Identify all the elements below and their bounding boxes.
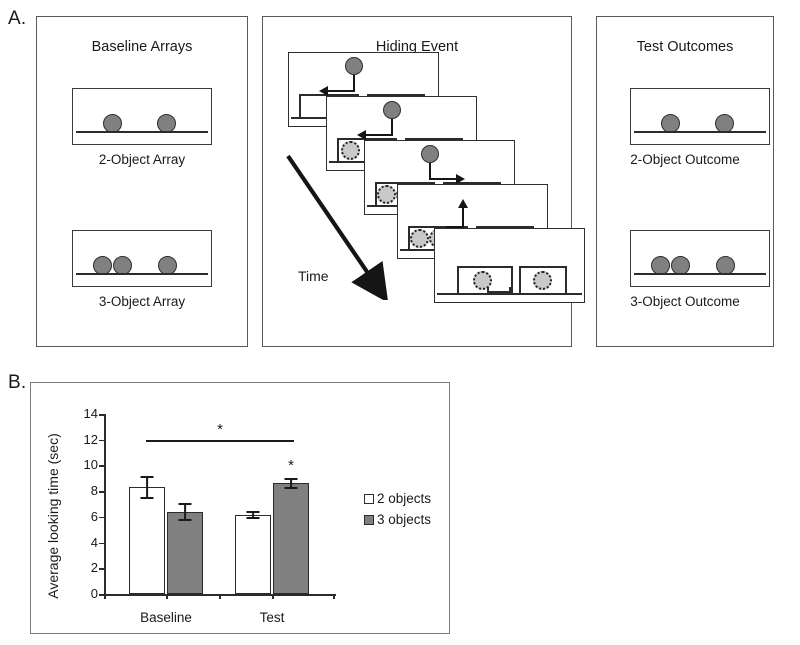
significance-bracket-line xyxy=(146,439,294,442)
x-axis-tick xyxy=(272,594,274,599)
panel-b-letter: B. xyxy=(8,372,27,393)
bar-chart-plot-area: * * Baseline Test xyxy=(99,414,336,625)
y-axis-tick-label: 8 xyxy=(90,483,98,499)
stage-floor-line xyxy=(76,273,208,275)
stage-floor-line xyxy=(634,131,766,133)
legend-item-3-objects: 3 objects xyxy=(364,509,431,530)
y-axis-tick-label: 12 xyxy=(83,431,98,447)
drop-path-horizontal xyxy=(327,90,354,92)
test-outcomes-panel: Test Outcomes xyxy=(596,16,774,347)
y-axis-tick-label: 4 xyxy=(90,534,98,550)
baseline-2-object-array-stage xyxy=(72,88,212,145)
bar-test-2-objects xyxy=(235,514,271,594)
x-axis-tick-midpoint xyxy=(219,594,221,599)
baseline-arrays-title: Baseline Arrays xyxy=(91,39,193,55)
error-bar xyxy=(129,475,165,499)
time-arrow-icon xyxy=(286,154,389,300)
legend-swatch-2-objects xyxy=(364,493,374,504)
panel-a-letter: A. xyxy=(8,8,27,29)
x-axis-tick-edge xyxy=(333,594,335,599)
falling-object xyxy=(383,101,401,119)
y-axis-tick-label: 0 xyxy=(90,586,98,601)
occluder-left-lip xyxy=(487,287,511,293)
y-axis-tick-label: 14 xyxy=(83,406,98,421)
stage-floor-line xyxy=(634,273,766,275)
hidden-object xyxy=(533,271,552,290)
direction-arrow-left-icon xyxy=(319,86,328,96)
y-axis-tick-labels: 0 2 4 6 8 10 12 14 xyxy=(72,406,98,601)
x-axis-group-label: Test xyxy=(259,610,285,625)
bar-baseline-3-objects xyxy=(167,511,203,594)
y-axis-tick xyxy=(99,439,104,442)
y-axis-tick-label: 10 xyxy=(83,457,98,473)
lift-path-horizontal xyxy=(446,226,464,228)
baseline-arrays-panel: Baseline Arrays xyxy=(36,16,248,347)
test-3-object-outcome-caption: 3-Object Outcome xyxy=(630,294,740,309)
bar-test-3-objects xyxy=(273,483,309,594)
legend-label-3-objects: 3 objects xyxy=(377,512,432,527)
test-2-object-outcome-stage xyxy=(630,88,770,145)
y-axis-tick xyxy=(99,491,104,493)
baseline-3-object-array-stage xyxy=(72,230,212,287)
y-axis-title: Average looking time (sec) xyxy=(45,433,61,599)
error-bar xyxy=(273,478,309,489)
error-bar xyxy=(167,502,203,521)
x-axis-tick-edge xyxy=(104,594,106,599)
direction-arrow-right-icon xyxy=(456,174,465,184)
y-axis-tick xyxy=(99,542,104,545)
y-axis-tick xyxy=(99,465,104,468)
hidden-object xyxy=(341,141,360,160)
y-axis-tick xyxy=(99,594,104,596)
frame-ground-line xyxy=(437,292,582,295)
legend-swatch-3-objects xyxy=(364,514,374,525)
chart-legend: 2 objects 3 objects xyxy=(364,488,431,530)
drop-path-vertical xyxy=(429,163,431,180)
stage-floor-line xyxy=(76,131,208,133)
test-outcomes-title: Test Outcomes xyxy=(636,39,734,55)
test-3-object-outcome-stage xyxy=(630,230,770,287)
falling-object xyxy=(421,145,439,163)
hidden-object xyxy=(377,185,396,204)
hiding-event-frame-5 xyxy=(434,228,585,303)
x-axis-group-label: Baseline xyxy=(140,610,192,625)
direction-arrow-left-icon xyxy=(357,130,366,140)
drop-path-vertical xyxy=(391,119,393,136)
legend-item-2-objects: 2 objects xyxy=(364,488,431,509)
error-bar xyxy=(235,511,271,519)
hidden-object xyxy=(410,229,429,248)
y-axis-tick xyxy=(99,414,104,416)
baseline-3-object-array-caption: 3-Object Array xyxy=(98,294,186,309)
falling-object xyxy=(345,57,363,75)
time-label: Time xyxy=(298,268,329,284)
y-axis-tick xyxy=(99,568,104,570)
y-axis-line xyxy=(104,414,106,596)
bar-baseline-2-objects xyxy=(129,487,165,594)
direction-arrow-up-icon xyxy=(458,199,468,208)
hiding-event-title: Hiding Event xyxy=(375,39,459,55)
y-axis-tick xyxy=(99,516,104,519)
test-2-object-outcome-caption: 2-Object Outcome xyxy=(630,152,740,167)
baseline-2-object-array-caption: 2-Object Array xyxy=(98,152,186,167)
y-axis-tick-label: 6 xyxy=(90,508,98,524)
x-axis-tick xyxy=(166,594,168,599)
occluder-left xyxy=(457,266,513,293)
occluder-right xyxy=(519,266,567,293)
significance-star-test-3-objects: * xyxy=(288,457,294,475)
lift-path-vertical xyxy=(462,207,464,227)
legend-label-2-objects: 2 objects xyxy=(377,491,432,506)
drop-path-horizontal xyxy=(365,134,392,136)
drop-path-vertical xyxy=(353,75,355,92)
y-axis-tick-label: 2 xyxy=(90,560,98,576)
drop-path-horizontal xyxy=(429,178,457,180)
hidden-object xyxy=(473,271,492,290)
significance-star-bracket: * xyxy=(217,420,223,438)
